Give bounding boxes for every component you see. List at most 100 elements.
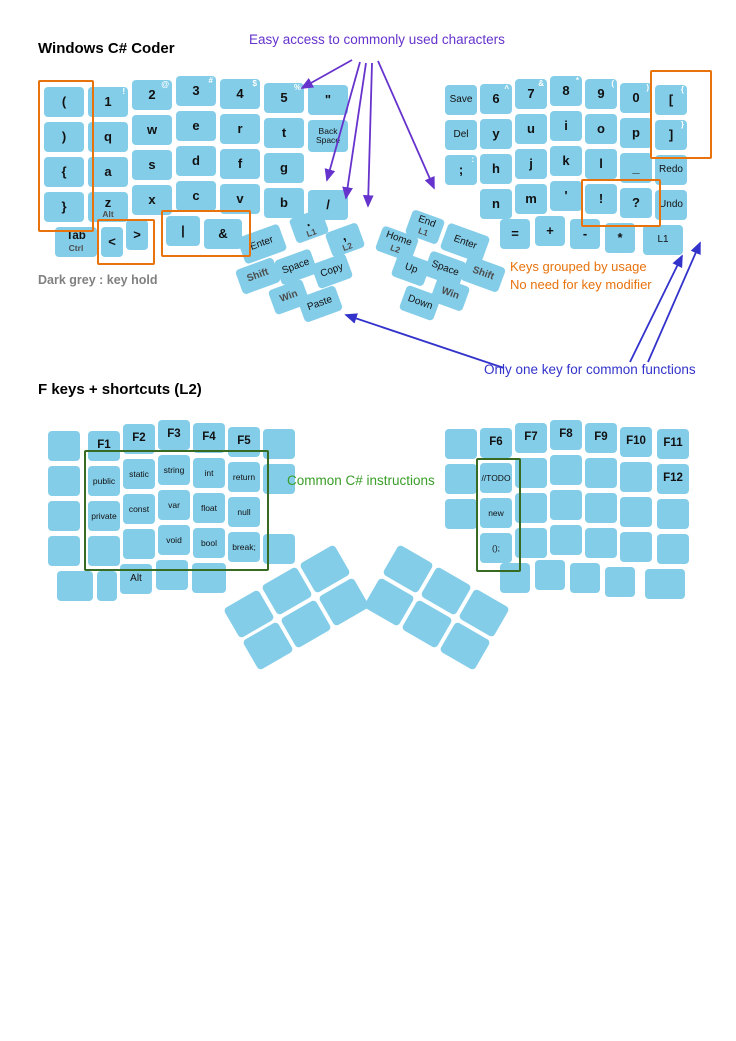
key-symbol: - [570, 219, 600, 249]
key-undo: Undo [655, 190, 687, 220]
key-symbol: & [204, 219, 242, 249]
key-blank [263, 429, 295, 459]
legend-dark-grey-key-hold: Dark grey : key hold [38, 273, 158, 287]
key-f5: F5 [228, 427, 260, 457]
key-float: float [193, 493, 225, 523]
key-5: 5% [264, 83, 304, 113]
key-symbol: = [500, 219, 530, 249]
key-l1: L1 [643, 225, 683, 255]
key-2: 2@ [132, 80, 172, 110]
key-symbol: } [44, 192, 84, 222]
key-v: v [220, 184, 260, 214]
key-blank [445, 464, 477, 494]
key-symbol: < [101, 227, 123, 257]
key-blank [48, 536, 80, 566]
key-blank [645, 569, 685, 599]
key-b: b [264, 188, 304, 218]
key-g: g [264, 153, 304, 183]
key-blank [123, 529, 155, 559]
key-k: k [550, 146, 582, 176]
layer2-title: F keys + shortcuts (L2) [38, 381, 202, 398]
key-n: n [480, 189, 512, 219]
annotation-easy-access: Easy access to commonly used characters [249, 32, 505, 47]
key-symbol: ) [44, 122, 84, 152]
key-blank [550, 490, 582, 520]
key-symbol: ]} [655, 120, 687, 150]
key-a: a [88, 157, 128, 187]
key-blank [585, 528, 617, 558]
key-blank [657, 499, 689, 529]
key-h: h [480, 154, 512, 184]
key-f: f [220, 149, 260, 179]
key-symbol: ! [585, 184, 617, 214]
key-f1: F1 [88, 431, 120, 461]
key-6: 6^ [480, 84, 512, 114]
key-7: 7& [515, 79, 547, 109]
key-symbol: ;: [445, 155, 477, 185]
key-backspace: Back Space [308, 120, 348, 152]
key-blank [620, 532, 652, 562]
key-string: string [158, 455, 190, 485]
key-bool: bool [193, 528, 225, 558]
key-private: private [88, 501, 120, 531]
key-const: const [123, 494, 155, 524]
key-blank [48, 501, 80, 531]
key-u: u [515, 114, 547, 144]
key-blank [570, 563, 600, 593]
key-blank [620, 462, 652, 492]
key-blank [535, 560, 565, 590]
key-f8: F8 [550, 420, 582, 450]
key-blank [192, 563, 226, 593]
key-d: d [176, 146, 216, 176]
key-1: 1! [88, 87, 128, 117]
key-c: c [176, 181, 216, 211]
key-t: t [264, 118, 304, 148]
key-0: 0) [620, 83, 652, 113]
key-symbol: + [535, 216, 565, 246]
key-f4: F4 [193, 423, 225, 453]
key-break: break; [228, 532, 260, 562]
key-f12: F12 [657, 464, 689, 494]
key-symbol: ? [620, 188, 652, 218]
key-q: q [88, 122, 128, 152]
key-f11: F11 [657, 429, 689, 459]
key-symbol: ,L2 [324, 221, 366, 259]
key-redo: Redo [655, 155, 687, 185]
key-blank [156, 560, 188, 590]
key-y: y [480, 119, 512, 149]
key-symbol: [{ [655, 85, 687, 115]
key-f10: F10 [620, 427, 652, 457]
key-e: e [176, 111, 216, 141]
key-f2: F2 [123, 424, 155, 454]
key-void: void [158, 525, 190, 555]
key-var: var [158, 490, 190, 520]
key-symbol: ( [44, 87, 84, 117]
key-s: s [132, 150, 172, 180]
key-f9: F9 [585, 423, 617, 453]
key-p: p [620, 118, 652, 148]
key-l: l [585, 149, 617, 179]
key-f7: F7 [515, 423, 547, 453]
key-o: o [585, 114, 617, 144]
key-blank [88, 536, 120, 566]
key-symbol: " [308, 85, 348, 115]
key-blank [445, 429, 477, 459]
key-static: static [123, 459, 155, 489]
annotation-one-key: Only one key for common functions [484, 362, 696, 377]
key-4: 4$ [220, 79, 260, 109]
annotation-keys-grouped: Keys grouped by usage No need for key mo… [510, 258, 652, 295]
key-8: 8* [550, 76, 582, 106]
key-f6: F6 [480, 428, 512, 458]
key-r: r [220, 114, 260, 144]
key-blank [585, 458, 617, 488]
key-return: return [228, 462, 260, 492]
key-symbol: { [44, 157, 84, 187]
key-w: w [132, 115, 172, 145]
key-blank [550, 525, 582, 555]
key-blank [57, 571, 93, 601]
key-blank [48, 431, 80, 461]
key-blank [515, 493, 547, 523]
